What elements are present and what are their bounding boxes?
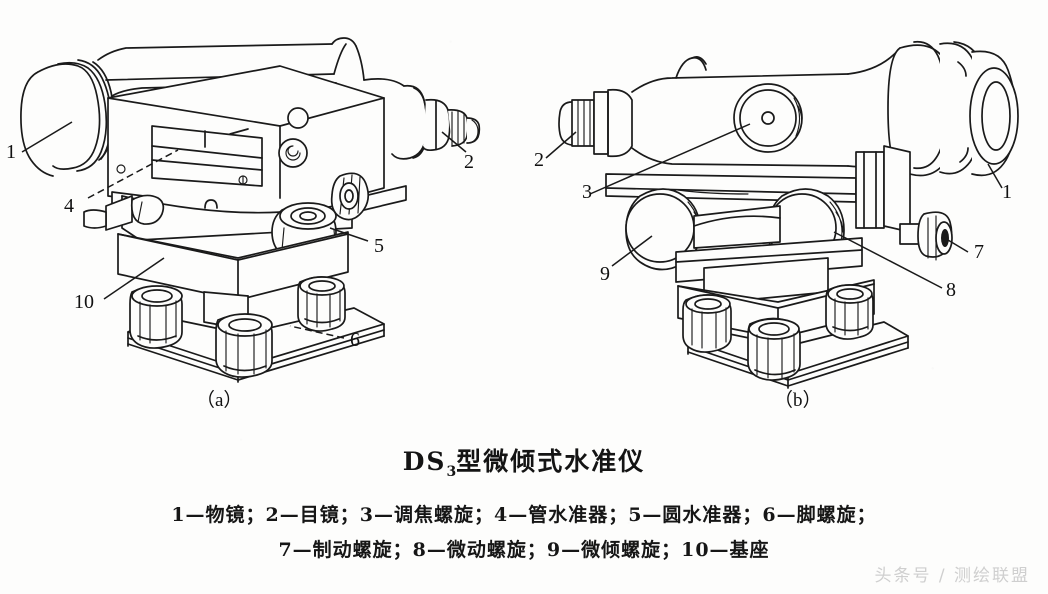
callout-a-5: 5 bbox=[374, 235, 384, 257]
leader-b-8 bbox=[833, 231, 943, 289]
foot-screw-a-center bbox=[215, 313, 273, 378]
figure-title-main: DS bbox=[402, 447, 447, 476]
leader-b-3 bbox=[589, 123, 751, 195]
callout-a-2: 2 bbox=[464, 151, 474, 173]
focusing-knob-b bbox=[733, 83, 803, 153]
callout-b-9: 9 bbox=[600, 263, 610, 285]
tribrach-a bbox=[117, 231, 349, 331]
leader-a-5 bbox=[329, 227, 369, 242]
leader-a-10 bbox=[103, 257, 165, 300]
foot-screw-a-left bbox=[129, 285, 183, 349]
leader-a-1 bbox=[21, 121, 73, 153]
leader-b-2 bbox=[545, 131, 577, 159]
callout-b-1: 1 bbox=[1002, 181, 1012, 203]
foot-screw-b-right bbox=[825, 284, 874, 340]
callout-a-6: 6 bbox=[350, 329, 360, 351]
figure-caption-line-2: 7—制动螺旋；8—微动螺旋；9—微倾螺旋；10—基座 bbox=[278, 539, 770, 561]
leader-b-9 bbox=[611, 235, 653, 267]
clamp-screw-b bbox=[899, 211, 953, 261]
callout-a-1: 1 bbox=[6, 141, 16, 163]
telescope-tube-b bbox=[631, 40, 1019, 177]
figure-title-subscript: 3 bbox=[446, 464, 457, 480]
figure-title-rest: 型微倾式水准仪 bbox=[456, 447, 646, 476]
level-housing-a bbox=[107, 65, 385, 217]
figure-title: DS3型微倾式水准仪 bbox=[0, 442, 1048, 480]
leader-a-6 bbox=[289, 325, 345, 339]
leader-a-4 bbox=[87, 149, 179, 199]
objective-lens-a bbox=[20, 59, 115, 177]
callout-b-3: 3 bbox=[582, 181, 592, 203]
figure-caption-line-1: 1—物镜；2—目镜；3—调焦螺旋；4—管水准器；5—圆水准器；6—脚螺旋； bbox=[171, 504, 877, 526]
instrument-drawing-b bbox=[545, 40, 1019, 389]
foot-screw-a-right bbox=[297, 276, 346, 332]
subfigure-label-b: （b） bbox=[774, 390, 822, 411]
eyepiece-a bbox=[391, 84, 481, 160]
callout-b-2: 2 bbox=[534, 149, 544, 171]
leader-b-1 bbox=[987, 163, 1003, 189]
watermark: 头条号 / 测绘联盟 bbox=[874, 566, 1030, 586]
callout-b-7: 7 bbox=[974, 241, 984, 263]
instrument-drawing-a bbox=[20, 37, 481, 383]
upper-plate-b bbox=[675, 237, 863, 305]
callout-a-10: 10 bbox=[74, 291, 94, 313]
standard-b bbox=[855, 145, 911, 233]
subfigure-label-a: （a） bbox=[196, 390, 243, 411]
spiral-knob-a bbox=[278, 138, 308, 168]
eyepiece-b bbox=[558, 88, 633, 158]
leader-a-2 bbox=[441, 131, 467, 153]
callout-b-8: 8 bbox=[946, 279, 956, 301]
foot-screw-b-left bbox=[682, 294, 732, 353]
callout-a-4: 4 bbox=[64, 195, 74, 217]
foot-screw-b-center bbox=[747, 317, 801, 381]
tilting-knob-a bbox=[330, 172, 370, 221]
leader-b-7 bbox=[947, 239, 969, 253]
tilting-screw-b bbox=[625, 188, 702, 271]
